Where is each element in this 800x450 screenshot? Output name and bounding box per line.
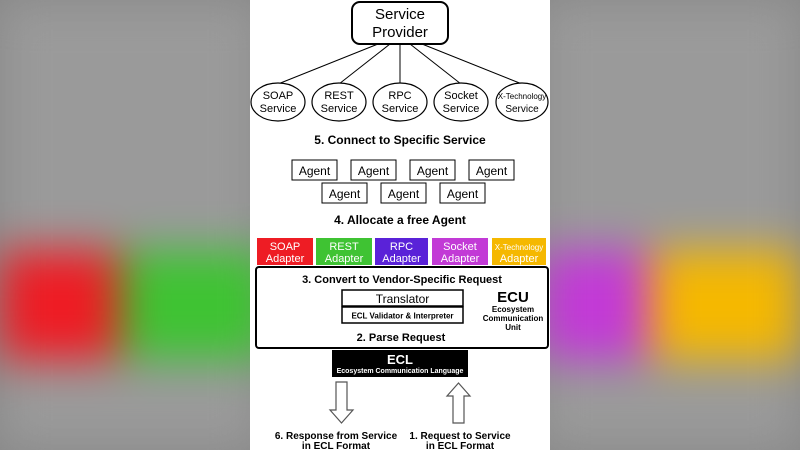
- agent-label: Agent: [417, 164, 449, 178]
- agent-label: Agent: [388, 187, 420, 201]
- step3-label: 3. Convert to Vendor-Specific Request: [302, 274, 502, 286]
- ecu-container: 3. Convert to Vendor-Specific Request Tr…: [255, 266, 549, 349]
- agent-box: Agent: [380, 182, 427, 204]
- xtech-service-line1: X-Technology: [498, 92, 546, 101]
- step6-label-line1: 6. Response from Service: [275, 431, 398, 442]
- socket-service-line1: Socket: [444, 90, 478, 102]
- rest-adapter-line2: Adapter: [325, 253, 364, 265]
- agent-box: Agent: [468, 159, 515, 181]
- rpc-service-node: RPC Service: [372, 82, 428, 122]
- xtech-service-node: X-Technology Service: [495, 82, 549, 122]
- soap-adapter-line1: SOAP: [270, 241, 301, 253]
- rest-adapter: REST Adapter: [316, 238, 372, 265]
- soap-adapter: SOAP Adapter: [257, 238, 313, 265]
- socket-adapter-line2: Adapter: [441, 253, 480, 265]
- step1-label-line1: 1. Request to Service: [409, 431, 511, 442]
- step6-label-line2: in ECL Format: [302, 441, 371, 450]
- step2-label: 2. Parse Request: [357, 332, 446, 344]
- validator-label: ECL Validator & Interpreter: [351, 312, 453, 321]
- rpc-adapter: RPC Adapter: [375, 238, 428, 265]
- agent-pool: Agent Agent Agent Agent Agent Agent Agen…: [291, 159, 515, 204]
- rest-adapter-line1: REST: [329, 241, 359, 253]
- agent-label: Agent: [299, 164, 331, 178]
- translator-label: Translator: [376, 292, 430, 306]
- ecl-box: ECL Ecosystem Communication Language: [332, 350, 468, 377]
- xtech-adapter: X-Technology Adapter: [492, 238, 546, 265]
- rpc-service-line2: Service: [382, 103, 419, 115]
- agent-box: Agent: [409, 159, 456, 181]
- agent-box: Agent: [350, 159, 397, 181]
- translator-box: Translator: [341, 289, 464, 307]
- up-arrow-icon: [445, 382, 472, 424]
- step5-label: 5. Connect to Specific Service: [314, 133, 486, 147]
- ecu-subtitle-line2: Communication: [483, 314, 544, 323]
- rpc-adapter-line1: RPC: [390, 241, 413, 253]
- soap-service-line2: Service: [260, 103, 297, 115]
- socket-service-line2: Service: [443, 103, 480, 115]
- agent-box: Agent: [321, 182, 368, 204]
- rpc-adapter-line2: Adapter: [382, 253, 421, 265]
- agent-box: Agent: [291, 159, 338, 181]
- ecu-subtitle-line3: Unit: [505, 323, 521, 332]
- ecl-subtitle: Ecosystem Communication Language: [337, 368, 464, 375]
- rest-service-node: REST Service: [311, 82, 367, 122]
- xtech-service-line2: Service: [505, 104, 539, 115]
- adapter-row: SOAP Adapter REST Adapter RPC Adapter So…: [257, 238, 546, 265]
- ecl-title: ECL: [387, 352, 413, 367]
- service-nodes: SOAP Service REST Service RPC Service So…: [250, 82, 549, 122]
- step1-label-line2: in ECL Format: [426, 441, 495, 450]
- rest-service-line2: Service: [321, 103, 358, 115]
- xtech-adapter-line1: X-Technology: [495, 243, 543, 252]
- provider-connectors: [277, 43, 523, 85]
- ecu-subtitle-line1: Ecosystem: [492, 305, 534, 314]
- soap-service-line1: SOAP: [263, 90, 294, 102]
- step4-label: 4. Allocate a free Agent: [334, 213, 466, 227]
- socket-service-node: Socket Service: [433, 82, 489, 122]
- ecu-title: ECU: [497, 289, 529, 306]
- agent-label: Agent: [476, 164, 508, 178]
- service-provider-node: Service Provider: [351, 1, 449, 45]
- down-arrow-icon: [328, 381, 355, 424]
- service-provider-label-line1: Service: [375, 6, 425, 23]
- agent-box: Agent: [439, 182, 486, 204]
- soap-service-node: SOAP Service: [250, 82, 306, 122]
- agent-label: Agent: [329, 187, 361, 201]
- soap-adapter-line2: Adapter: [266, 253, 305, 265]
- xtech-adapter-line2: Adapter: [500, 253, 539, 265]
- validator-box: ECL Validator & Interpreter: [341, 306, 464, 324]
- socket-adapter: Socket Adapter: [432, 238, 488, 265]
- agent-label: Agent: [447, 187, 479, 201]
- agent-label: Agent: [358, 164, 390, 178]
- rpc-service-line1: RPC: [388, 90, 411, 102]
- service-provider-label-line2: Provider: [372, 24, 428, 41]
- socket-adapter-line1: Socket: [443, 241, 477, 253]
- rest-service-line1: REST: [324, 90, 354, 102]
